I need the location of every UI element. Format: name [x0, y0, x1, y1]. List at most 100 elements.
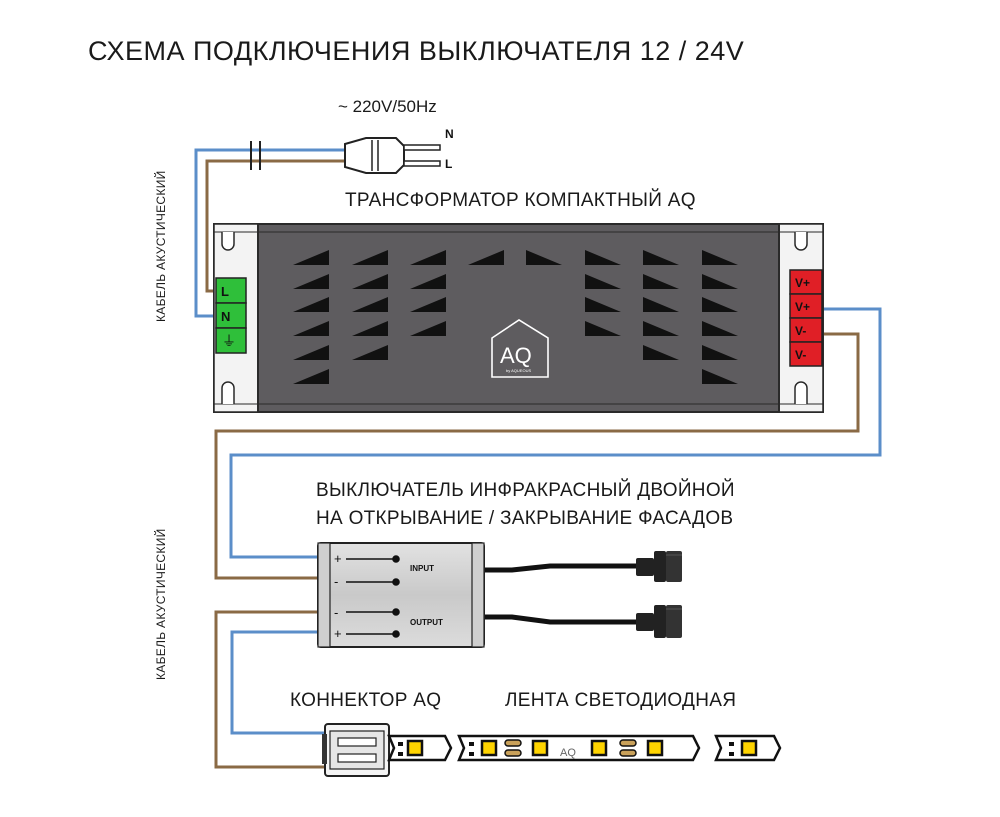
vent-slot	[410, 297, 446, 312]
led-chip	[646, 739, 664, 757]
plug-pin-n-label: N	[445, 127, 454, 141]
resistor	[619, 739, 637, 747]
vent-slot	[702, 297, 738, 312]
terminal-v-plus-1-label: V+	[795, 276, 810, 290]
plug-body	[344, 137, 405, 174]
vent-slot	[643, 274, 679, 289]
vent-slot	[702, 369, 738, 384]
switch-flange-right	[471, 542, 485, 648]
vent-slot	[643, 297, 679, 312]
contact-pad	[469, 752, 474, 756]
resistor	[504, 739, 522, 747]
vent-slot	[352, 321, 388, 336]
switch-body	[317, 542, 485, 648]
vent-slot	[293, 250, 329, 265]
wires	[194, 148, 882, 769]
sensor-head-top	[636, 551, 682, 582]
vent-slot	[643, 250, 679, 265]
connector-aq	[322, 723, 390, 777]
terminal-block-output: V+ V+ V- V-	[789, 269, 823, 367]
contact-pad	[398, 752, 403, 756]
switch-title: ВЫКЛЮЧАТЕЛЬ ИНФРАКРАСНЫЙ ДВОЙНОЙ НА ОТКР…	[316, 477, 735, 533]
switch-input-label: INPUT	[410, 564, 434, 573]
page-title: СХЕМА ПОДКЛЮЧЕНИЯ ВЫКЛЮЧАТЕЛЯ 12 / 24V	[88, 36, 745, 66]
switch-input-minus: -	[334, 574, 338, 589]
plug-pin-n	[403, 144, 441, 151]
switch-contacts	[346, 555, 400, 638]
switch-output-minus: -	[334, 605, 338, 620]
wire-brown-mains	[205, 159, 345, 293]
contact-pad	[469, 742, 474, 746]
led-chip	[406, 739, 424, 757]
sensor-cable-top	[484, 563, 636, 573]
led-chip	[531, 739, 549, 757]
led-strip: AQ	[387, 734, 782, 762]
plug-pin-l-label: L	[445, 157, 452, 171]
vent-slot	[526, 250, 562, 265]
sensor-head-bottom	[636, 605, 682, 638]
wire-blue-mains	[194, 148, 345, 318]
led-strip-label: ЛЕНТА СВЕТОДИОДНАЯ	[505, 690, 737, 711]
contact-pad	[398, 742, 403, 746]
contact-pad	[729, 752, 734, 756]
transformer-logo-text: AQ	[500, 343, 532, 368]
switch-output-label: OUTPUT	[410, 618, 443, 627]
switch-flange-left	[317, 542, 331, 648]
mains-voltage-label: ~ 220V/50Hz	[338, 97, 437, 116]
terminal-v-minus-1-label: V-	[795, 324, 806, 338]
transformer-logo: AQ by AQUEOUS	[491, 319, 549, 378]
wire-brown-output-minus	[214, 610, 325, 769]
transformer-title: ТРАНСФОРМАТОР КОМПАКТНЫЙ AQ	[345, 190, 696, 211]
connector-label: КОННЕКТОР AQ	[290, 690, 442, 711]
vent-slot	[468, 250, 504, 265]
ir-switch: + - - + INPUT OUTPUT	[317, 542, 682, 648]
resistor	[504, 749, 522, 757]
vent-slot	[293, 321, 329, 336]
led-strip-segments	[387, 734, 782, 762]
vent-slot	[410, 321, 446, 336]
switch-output-plus: +	[334, 626, 342, 641]
transformer-body	[257, 223, 780, 413]
mount-slot-left-bottom	[221, 381, 235, 404]
vent-slot	[585, 297, 621, 312]
mount-slot-left-top	[221, 232, 235, 251]
led-strip-logo: AQ	[560, 747, 576, 759]
vent-slot	[293, 274, 329, 289]
wire-blue-v-plus	[229, 307, 882, 559]
vent-slot	[352, 297, 388, 312]
vent-slot	[702, 274, 738, 289]
led-chip	[480, 739, 498, 757]
vent-slot	[410, 274, 446, 289]
terminal-ground-label: ⏚	[222, 333, 236, 349]
wire-blue-output-plus	[230, 630, 325, 735]
vent-slot	[702, 321, 738, 336]
mount-slot-right-bottom	[794, 381, 808, 404]
transformer-vents	[293, 250, 738, 384]
vent-slot	[643, 321, 679, 336]
switch-input-plus: +	[334, 551, 342, 566]
vent-slot	[643, 345, 679, 360]
terminal-n-label: N	[221, 309, 230, 324]
vent-slot	[585, 321, 621, 336]
contact-pad	[729, 742, 734, 746]
terminal-block-input: L N ⏚	[215, 277, 247, 354]
mount-slot-right-top	[794, 232, 808, 251]
vent-slot	[293, 297, 329, 312]
transformer-logo-subtext: by AQUEOUS	[506, 368, 531, 373]
vent-slot	[352, 274, 388, 289]
vent-slot	[352, 250, 388, 265]
vent-slot	[410, 250, 446, 265]
switch-title-line2: НА ОТКРЫВАНИЕ / ЗАКРЫВАНИЕ ФАСАДОВ	[316, 508, 734, 529]
transformer: AQ by AQUEOUS L N ⏚ V+ V+ V- V-	[213, 223, 824, 413]
mains-plug: N L	[250, 127, 454, 174]
led-chip	[740, 739, 758, 757]
led-chip	[590, 739, 608, 757]
terminal-v-plus-2-label: V+	[795, 300, 810, 314]
resistor	[619, 749, 637, 757]
vent-slot	[293, 345, 329, 360]
vent-slot	[293, 369, 329, 384]
terminal-v-minus-2-label: V-	[795, 348, 806, 362]
vent-slot	[352, 345, 388, 360]
vent-slot	[585, 274, 621, 289]
